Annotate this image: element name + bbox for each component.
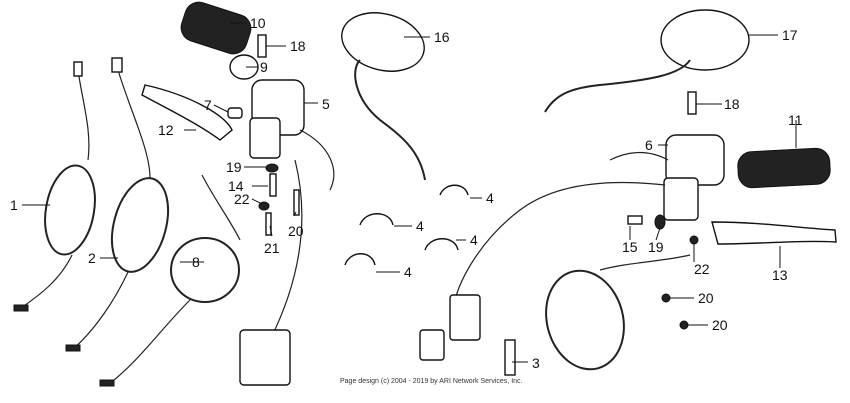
callout-13: 13 [772, 267, 788, 283]
callout-4d: 4 [404, 264, 412, 280]
callout-15: 15 [622, 239, 638, 255]
left-lever [141, 84, 233, 141]
callout-7: 7 [204, 97, 212, 113]
right-lever [711, 221, 837, 245]
callout-20a: 20 [698, 290, 714, 306]
left-mirror [341, 12, 426, 181]
clutch-cable [13, 61, 96, 312]
callout-8: 8 [192, 254, 200, 270]
callout-19b: 19 [648, 239, 664, 255]
cable-3 [504, 254, 691, 376]
callout-14: 14 [228, 178, 244, 194]
brake-cable [65, 57, 170, 352]
right-grip [737, 147, 831, 189]
callout-10: 10 [250, 15, 266, 31]
pivot-7 [227, 107, 243, 119]
small-parts-left [258, 163, 300, 236]
screw-18-right [687, 91, 697, 115]
callout-1: 1 [10, 197, 18, 213]
callout-22b: 22 [694, 261, 710, 277]
callout-12: 12 [158, 122, 174, 138]
left-grip [180, 1, 252, 55]
callout-6: 6 [645, 137, 653, 153]
callout-4b: 4 [416, 218, 424, 234]
callout-2: 2 [88, 250, 96, 266]
screw-18-left [257, 34, 267, 58]
switch-harness-left [239, 129, 335, 386]
callout-11: 11 [788, 112, 803, 128]
leader-lines [22, 22, 797, 363]
callout-21: 21 [264, 240, 280, 256]
callout-20b: 20 [288, 223, 304, 239]
callout-3: 3 [532, 355, 540, 371]
harness-right [419, 151, 669, 361]
right-switch [663, 134, 725, 221]
callout-labels: 1 2 3 4 4 4 4 5 6 7 8 9 10 11 12 13 14 1… [10, 15, 803, 371]
callout-18a: 18 [290, 38, 306, 54]
callout-17: 17 [782, 27, 798, 43]
callout-4c: 4 [470, 232, 478, 248]
callout-18b: 18 [724, 96, 740, 112]
callout-4a: 4 [486, 190, 494, 206]
cable-8 [99, 174, 241, 387]
callout-19a: 19 [226, 159, 242, 175]
callout-16: 16 [434, 29, 450, 45]
callout-22a: 22 [234, 191, 250, 207]
copyright-footer: Page design (c) 2004 - 2019 by ARI Netwo… [340, 378, 523, 385]
callout-20c: 20 [712, 317, 728, 333]
right-mirror [544, 9, 750, 113]
left-switch [249, 79, 305, 159]
callout-9: 9 [260, 59, 268, 75]
clamps [344, 184, 469, 266]
callout-5: 5 [322, 96, 330, 112]
small-parts-right [627, 214, 699, 330]
